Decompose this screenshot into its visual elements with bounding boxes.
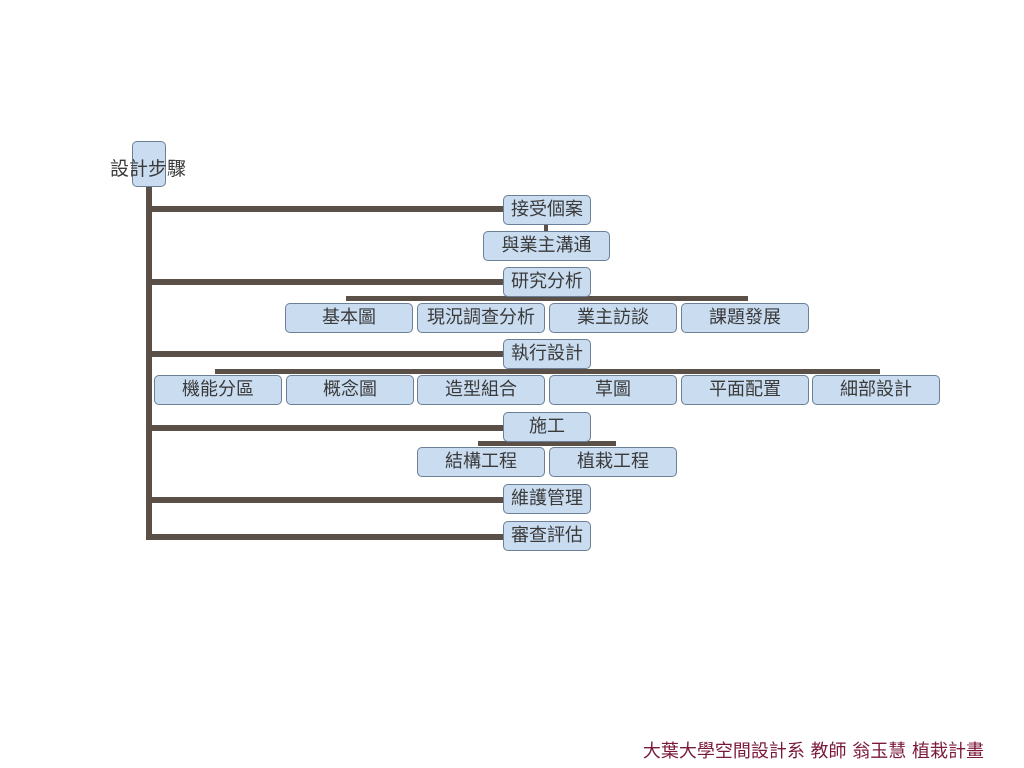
construction-child-planting: 植栽工程 bbox=[549, 447, 677, 477]
bus-line-design bbox=[215, 369, 880, 374]
step-node-maintenance: 維護管理 bbox=[503, 484, 591, 514]
bus-line-construction bbox=[478, 441, 616, 446]
design-child-plan-layout: 平面配置 bbox=[681, 375, 809, 405]
footer-credit: 大葉大學空間設計系 教師 翁玉慧 植栽計畫 bbox=[642, 741, 984, 762]
branch-line-research bbox=[146, 279, 504, 285]
branch-line-evaluation bbox=[146, 534, 504, 540]
construction-child-structural: 結構工程 bbox=[417, 447, 545, 477]
branch-line-design bbox=[146, 351, 504, 357]
bus-line-research bbox=[346, 296, 748, 301]
step-node-accept-case: 接受個案 bbox=[503, 195, 591, 225]
step-node-evaluation: 審查評估 bbox=[503, 521, 591, 551]
design-child-sketch: 草圖 bbox=[549, 375, 677, 405]
research-child-issue-development: 課題發展 bbox=[681, 303, 809, 333]
design-child-concept-diagram: 概念圖 bbox=[286, 375, 414, 405]
design-child-detail-design: 細部設計 bbox=[812, 375, 940, 405]
design-child-form-composition: 造型組合 bbox=[417, 375, 545, 405]
branch-line-maintenance bbox=[146, 497, 504, 503]
research-child-owner-interview: 業主訪談 bbox=[549, 303, 677, 333]
research-child-base-map: 基本圖 bbox=[285, 303, 413, 333]
root-trunk-line bbox=[146, 186, 152, 540]
step-node-execute-design: 執行設計 bbox=[503, 339, 591, 369]
step-node-research-analysis: 研究分析 bbox=[503, 267, 591, 297]
design-child-zoning: 機能分區 bbox=[154, 375, 282, 405]
link-accept-to-communicate bbox=[544, 224, 548, 234]
step-node-communicate-owner: 與業主溝通 bbox=[483, 231, 610, 261]
research-child-site-survey: 現況調查分析 bbox=[417, 303, 545, 333]
branch-line-construction bbox=[146, 425, 504, 431]
root-node-box bbox=[132, 141, 166, 187]
root-node-label: 設計步驟 bbox=[110, 158, 187, 180]
step-node-construction: 施工 bbox=[503, 412, 591, 442]
branch-line-accept-case bbox=[146, 206, 504, 212]
